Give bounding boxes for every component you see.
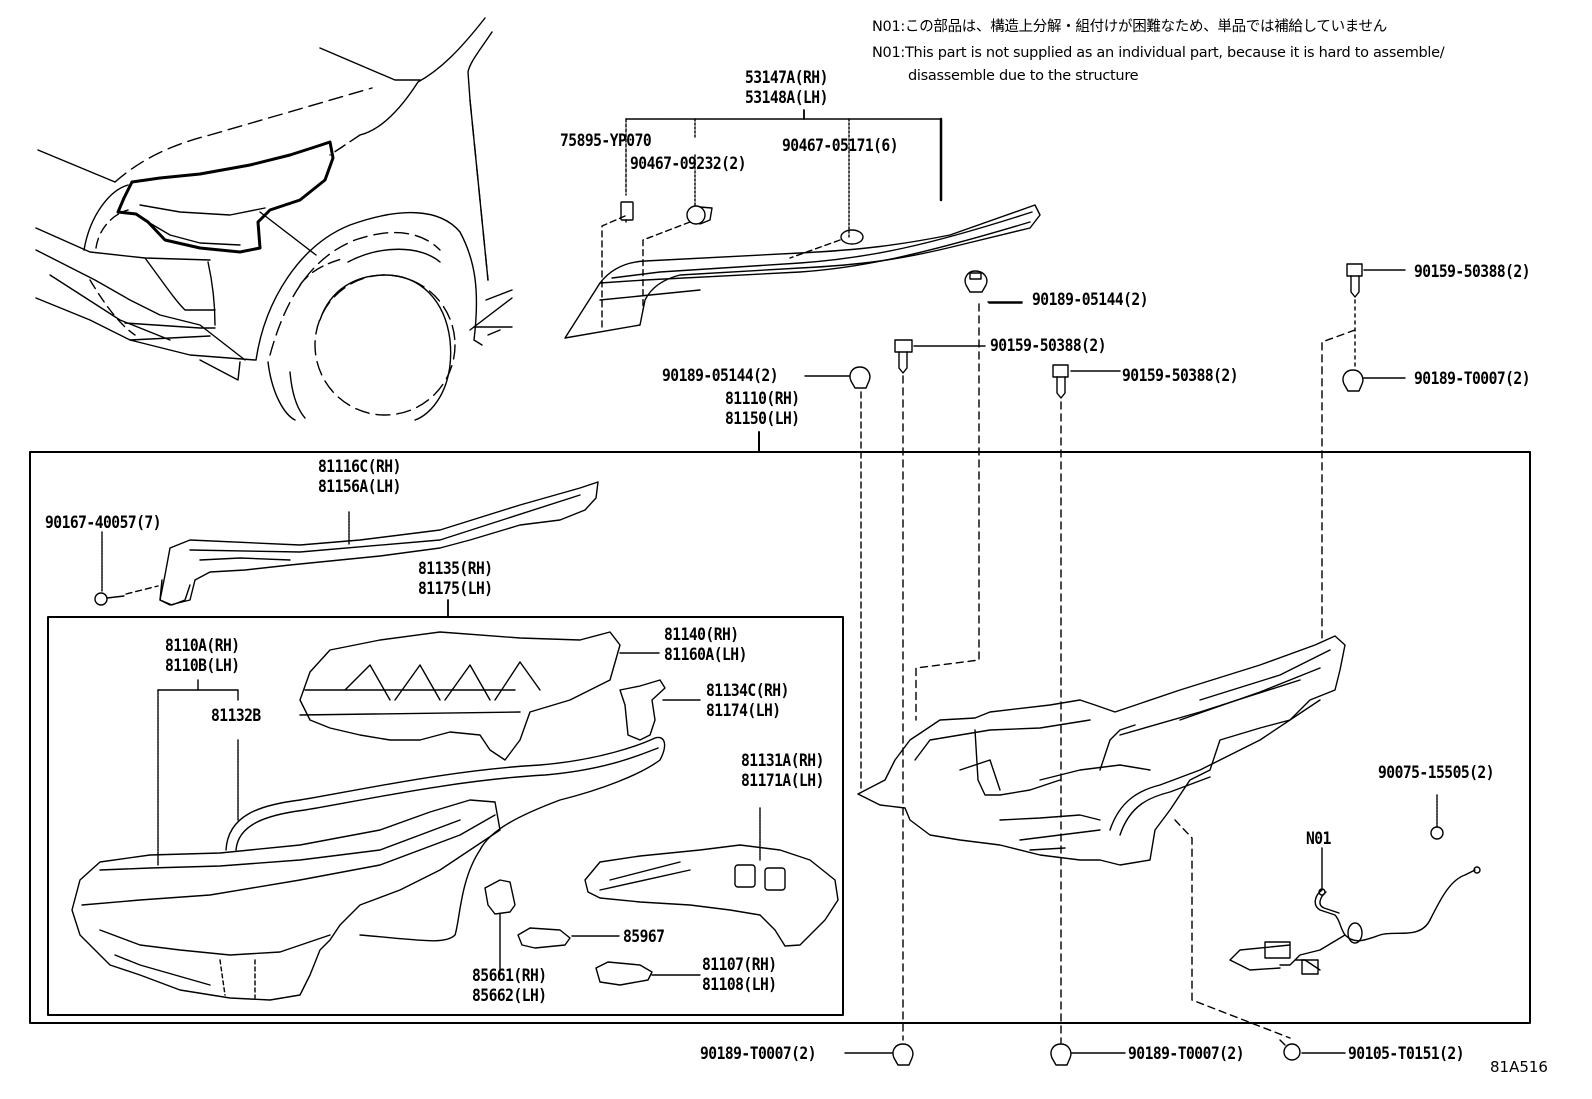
part-number-lh: 81175(LH)	[418, 579, 493, 599]
part-label-lens[interactable]: 8110A(RH) 8110B(LH)	[165, 636, 240, 676]
part-label-90075-15505[interactable]: 90075-15505(2)	[1378, 763, 1495, 783]
part-number-rh: 81131A(RH)	[741, 751, 824, 771]
part-label-90105-t0151[interactable]: 90105-T0151(2)	[1348, 1044, 1465, 1064]
note-code: N01	[872, 45, 901, 61]
vehicle-location-sketch	[36, 18, 512, 420]
part-label-garnish[interactable]: 53147A(RH) 53148A(LH)	[745, 68, 828, 108]
part-number-rh: 81107(RH)	[702, 955, 777, 975]
part-number-rh: 85661(RH)	[472, 966, 547, 986]
part-label-90159-50388-right[interactable]: 90159-50388(2)	[1122, 366, 1239, 386]
note-en-cont: disassemble due to the structure	[908, 65, 1139, 87]
part-label-unit[interactable]: 81135(RH) 81175(LH)	[418, 559, 493, 599]
part-number-lh: 81171A(LH)	[741, 771, 824, 791]
part-label-90189-t0007-bottom-left[interactable]: 90189-T0007(2)	[700, 1044, 817, 1064]
part-label-85967[interactable]: 85967	[623, 927, 665, 947]
part-number-lh: 81160A(LH)	[664, 645, 747, 665]
part-label-reflector[interactable]: 81131A(RH) 81171A(LH)	[741, 751, 824, 791]
part-label-90159-50388-far[interactable]: 90159-50388(2)	[1414, 262, 1531, 282]
wire-harness	[1230, 795, 1480, 974]
part-label-housing[interactable]: 81140(RH) 81160A(LH)	[664, 625, 747, 665]
part-label-90167-40057[interactable]: 90167-40057(7)	[45, 513, 162, 533]
part-number-rh: 81140(RH)	[664, 625, 739, 645]
part-number-lh: 81108(LH)	[702, 975, 777, 995]
part-label-90159-50388-mid[interactable]: 90159-50388(2)	[990, 336, 1107, 356]
part-label-n01[interactable]: N01	[1306, 829, 1331, 849]
part-label-90189-t0007-top[interactable]: 90189-T0007(2)	[1414, 369, 1531, 389]
assembly-box	[30, 452, 1530, 1023]
part-label-90189-t0007-bottom-right[interactable]: 90189-T0007(2)	[1128, 1044, 1245, 1064]
fasteners-bottom	[845, 1040, 1345, 1065]
note-text-en-cont: disassemble due to the structure	[908, 68, 1139, 84]
part-label-headlamp[interactable]: 81110(RH) 81150(LH)	[725, 389, 800, 429]
part-number-lh: 85662(LH)	[472, 986, 547, 1006]
part-number-rh: 81134C(RH)	[706, 681, 789, 701]
bracket-81116c	[95, 482, 598, 605]
gasket-81132b	[226, 737, 665, 940]
part-label-cover[interactable]: 81134C(RH) 81174(LH)	[706, 681, 789, 721]
note-text-en: This part is not supplied as an individu…	[905, 45, 1445, 61]
note-jp: N01:この部品は、構造上分解・組付けが困難なため、単品では補給していません	[872, 19, 1387, 35]
unit-box	[48, 617, 843, 1015]
part-label-75895[interactable]: 75895-YP070	[560, 131, 652, 151]
part-number-lh: 8110B(LH)	[165, 656, 240, 676]
part-label-90189-05144-top[interactable]: 90189-05144(2)	[1032, 290, 1149, 310]
part-label-bracket[interactable]: 81116C(RH) 81156A(LH)	[318, 457, 401, 497]
part-number-rh: 81116C(RH)	[318, 457, 401, 477]
note-en: N01:This part is not supplied as an indi…	[872, 45, 1445, 61]
reflector-81131a	[585, 808, 838, 946]
part-number-lh: 81174(LH)	[706, 701, 781, 721]
garnish-group	[565, 110, 1040, 338]
part-number-rh: 81110(RH)	[725, 389, 800, 409]
socket-85661	[485, 880, 515, 975]
part-number-rh: 81135(RH)	[418, 559, 493, 579]
ecu-85967	[518, 928, 620, 948]
housing-81140	[300, 632, 660, 760]
part-number-rh: 53147A(RH)	[745, 68, 828, 88]
note-code: N01	[872, 19, 901, 35]
part-number-lh: 53148A(LH)	[745, 88, 828, 108]
lens-8110a	[72, 800, 500, 1000]
cover-81134c	[620, 680, 700, 740]
part-number-lh: 81150(LH)	[725, 409, 800, 429]
part-label-socket[interactable]: 85661(RH) 85662(LH)	[472, 966, 547, 1006]
note-text-jp: この部品は、構造上分解・組付けが困難なため、単品では補給していません	[905, 19, 1387, 35]
part-number-rh: 8110A(RH)	[165, 636, 240, 656]
part-label-gasket[interactable]: 81132B	[211, 706, 261, 726]
part-label-90467-09232[interactable]: 90467-09232(2)	[630, 154, 747, 174]
part-label-90189-05144-left[interactable]: 90189-05144(2)	[662, 366, 779, 386]
module-81107	[596, 962, 700, 985]
part-label-90467-05171[interactable]: 90467-05171(6)	[782, 136, 899, 156]
part-label-module[interactable]: 81107(RH) 81108(LH)	[702, 955, 777, 995]
part-number-lh: 81156A(LH)	[318, 477, 401, 497]
fasteners-upper	[805, 264, 1405, 1043]
headlamp-assembly-81110	[858, 636, 1345, 1038]
diagram-id-code: 81A516	[1490, 1058, 1548, 1076]
